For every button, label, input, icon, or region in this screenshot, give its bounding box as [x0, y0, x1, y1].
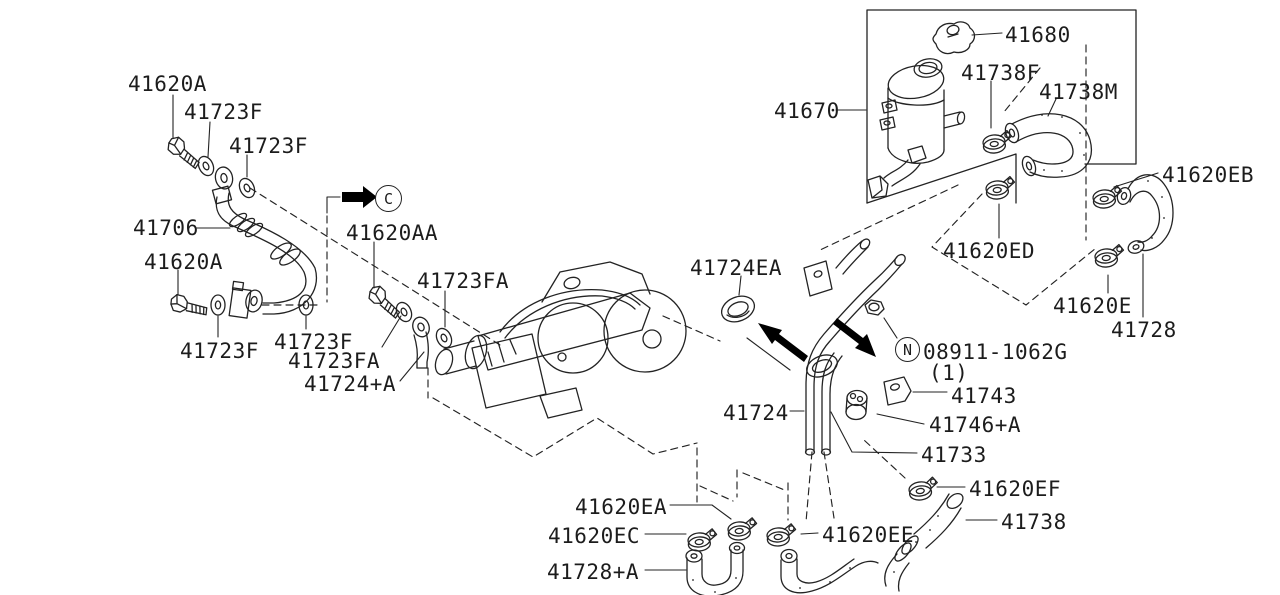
bolt-41620A-lower: [169, 293, 209, 316]
clamp-41620EE-drawing: [765, 522, 798, 548]
clamp-41620ED-drawing: [984, 175, 1017, 201]
part-label-41724pA[interactable]: 41724+A: [304, 372, 397, 396]
part-label-41723F-3[interactable]: 41723F: [180, 339, 259, 363]
dashed-reference-lines: [249, 44, 1097, 523]
steering-gear-drawing: [434, 261, 687, 419]
hose-41738-drawing: [884, 492, 964, 592]
part-label-41746pA[interactable]: 41746+A: [929, 413, 1022, 437]
part-label-41670[interactable]: 41670: [774, 99, 840, 123]
part-label-41723FA-1[interactable]: 41723FA: [288, 349, 381, 373]
part-label-41620A-2[interactable]: 41620A: [144, 250, 223, 274]
direction-arrow-icon: [342, 186, 377, 208]
part-label-41620E[interactable]: 41620E: [1053, 294, 1132, 318]
insulator-41746-drawing: [845, 389, 868, 421]
part-label-41620AA[interactable]: 41620AA: [346, 221, 439, 245]
return-hose-41706-drawing: [164, 133, 317, 319]
part-label-08911-1062G[interactable]: 08911-1062G: [923, 340, 1068, 364]
part-label-41738F[interactable]: 41738F: [961, 61, 1040, 85]
part-label-41620EF[interactable]: 41620EF: [969, 477, 1062, 501]
part-label-41620EA[interactable]: 41620EA: [575, 495, 668, 519]
reservoir-detail-box: [866, 9, 1137, 204]
direction-arrow-right-icon: [833, 318, 876, 357]
part-label-41723F-4[interactable]: 41723F: [274, 330, 353, 354]
part-label-41728[interactable]: 41728: [1111, 318, 1177, 342]
circled-n-marker: N: [895, 337, 920, 362]
part-label-41723FA-2[interactable]: 41723FA: [417, 269, 510, 293]
clamp-41620EB-drawing: [1091, 184, 1124, 210]
bracket-41743-drawing: [883, 376, 912, 406]
part-quantity-note: (1): [929, 361, 969, 385]
clamp-41620EC-drawing: [686, 527, 719, 553]
pressure-pipes-41724-drawing: [720, 238, 912, 456]
grommet-41724EA-drawing: [720, 295, 756, 323]
part-label-41620EE[interactable]: 41620EE: [822, 523, 915, 547]
part-label-41738M[interactable]: 41738M: [1039, 80, 1118, 104]
part-label-41680[interactable]: 41680: [1005, 23, 1071, 47]
part-label-41620EC[interactable]: 41620EC: [548, 524, 641, 548]
part-label-41733[interactable]: 41733: [921, 443, 987, 467]
part-label-41738[interactable]: 41738: [1001, 510, 1067, 534]
part-label-41728pA[interactable]: 41728+A: [547, 560, 640, 584]
part-label-41724EA[interactable]: 41724EA: [690, 256, 783, 280]
label-leader-lines: [172, 32, 1159, 571]
part-label-41620ED[interactable]: 41620ED: [943, 239, 1036, 263]
hose-middle-bottom-drawing: [780, 548, 879, 594]
reservoir-41670-drawing: [867, 58, 966, 199]
circled-c-marker: C: [375, 185, 402, 212]
hose-41738M-drawing: [1004, 113, 1092, 178]
hose-41728A-drawing: [685, 541, 746, 595]
part-label-41620EB[interactable]: 41620EB: [1162, 163, 1255, 187]
clamp-41738F-drawing: [981, 129, 1014, 155]
part-label-41723F-2[interactable]: 41723F: [229, 134, 308, 158]
clamp-41620E-drawing: [1093, 243, 1126, 269]
part-label-41723F-1[interactable]: 41723F: [184, 100, 263, 124]
hose-41728-drawing: [1116, 174, 1174, 254]
part-label-41724[interactable]: 41724: [723, 401, 789, 425]
part-label-41743[interactable]: 41743: [951, 384, 1017, 408]
nut-08911-drawing: [864, 299, 885, 316]
part-label-41620A-1[interactable]: 41620A: [128, 72, 207, 96]
clamp-41620EA-drawing: [726, 516, 759, 542]
direction-arrow-left-icon: [758, 323, 808, 362]
clamp-41620EF-drawing: [907, 475, 941, 503]
reservoir-cap-41680-drawing: [932, 21, 976, 55]
part-label-41706[interactable]: 41706: [133, 216, 199, 240]
view-c-pointer: [261, 186, 377, 306]
